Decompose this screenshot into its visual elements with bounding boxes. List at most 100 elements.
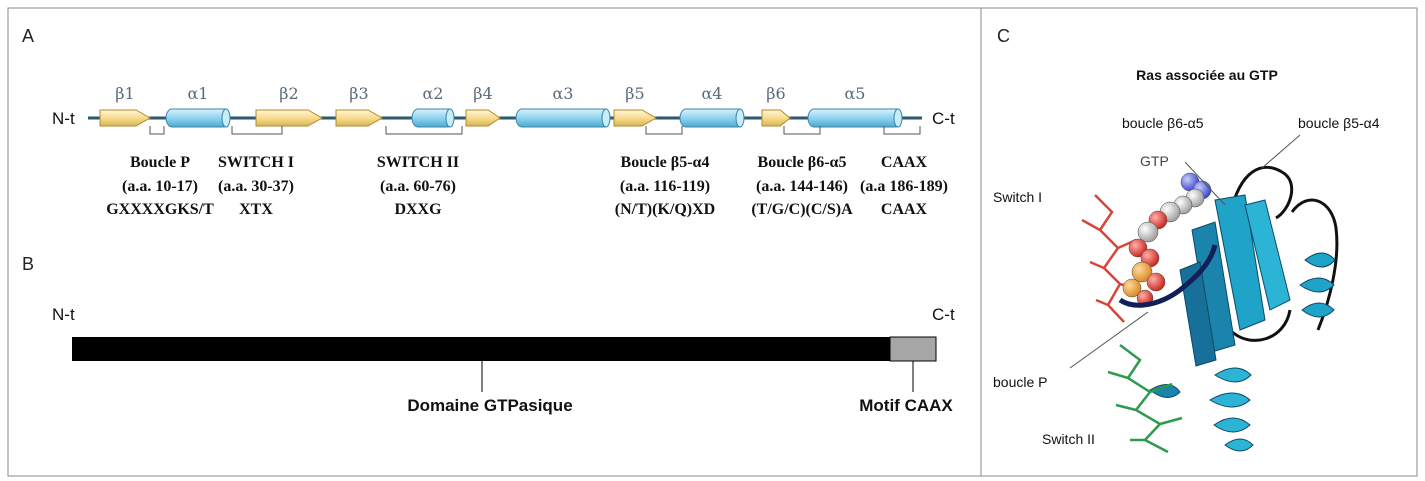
c-terminal-loop (1290, 198, 1339, 331)
gtp-atom (1146, 272, 1166, 292)
panel-b: B N-t C-t Domaine GTPasique Motif CAAX (22, 254, 955, 415)
panel-a: A N-t C-t β1 α1 β2 β3 α2 β4 α3 β5 α4 β6 α5 Boucle … (22, 26, 955, 218)
ss-label-3: β2 (279, 84, 298, 103)
panel-c: C Ras associée au GTP (993, 26, 1380, 454)
motif-b6a5-seq: (T/G/C)(C/S)A (751, 201, 853, 218)
gtpase-domain-bar (72, 337, 890, 361)
motif-ploop-range: (a.a. 10-17) (122, 178, 198, 195)
caax-motif-label: Motif CAAX (859, 396, 953, 415)
c-terminus-label: C-t (932, 109, 955, 128)
gtp-atom (1131, 261, 1153, 283)
helix-cap-9 (735, 108, 745, 128)
motif-ploop-name: Boucle P (130, 154, 190, 171)
helix-bottom (1209, 367, 1254, 452)
motif-caax-name: CAAX (881, 154, 928, 171)
ss-label-4: β3 (349, 84, 368, 103)
ss-label-11: α5 (845, 84, 866, 103)
helix-right (1299, 252, 1336, 318)
loop-b5a4-trace (1228, 165, 1294, 220)
bracket-caax (883, 126, 921, 135)
motif-switch1-seq: XTX (239, 201, 273, 218)
motif-b6a5-name: Boucle β6-α5 (758, 154, 847, 171)
helix-cap-2 (221, 108, 231, 128)
gtp-molecule (1122, 172, 1212, 307)
alpha-helix-7 (515, 108, 611, 128)
panel-c-label: C (997, 26, 1010, 46)
motif-annotations: Boucle P (a.a. 10-17) GXXXXGKS/T SWITCH … (106, 154, 948, 218)
motif-switch2-name: SWITCH II (377, 154, 459, 171)
beta-strand-1 (99, 109, 152, 127)
label-switch1: Switch I (993, 189, 1042, 205)
panel-a-label: A (22, 26, 34, 46)
ploop-trace (1118, 244, 1218, 308)
switch2-sidechains (1107, 370, 1183, 442)
ss-label-10: β6 (766, 84, 785, 103)
motif-switch2-range: (a.a. 60-76) (380, 178, 456, 195)
ss-label-8: β5 (625, 84, 644, 103)
ss-label-7: α3 (553, 84, 574, 103)
motif-switch1-range: (a.a. 30-37) (218, 178, 294, 195)
bracket-b5a4 (645, 126, 683, 135)
beta-strand-6 (465, 109, 501, 127)
switch2-chain (1119, 344, 1169, 454)
label-switch2: Switch II (1042, 431, 1095, 447)
b-n-terminus-label: N-t (52, 305, 75, 324)
structure-labels: boucle β6-α5 boucle β5-α4 GTP Switch I b… (993, 115, 1380, 447)
helices (1149, 252, 1336, 452)
bracket-ploop (149, 126, 165, 135)
alpha-helix-11 (807, 108, 903, 128)
helix-left (1149, 384, 1181, 398)
strand-4 (1179, 261, 1217, 367)
gtp-atom (1137, 221, 1159, 243)
label-loop-b5a4: boucle β5-α4 (1298, 115, 1380, 131)
motif-switch1-name: SWITCH I (218, 154, 294, 171)
beta-sheet (1179, 194, 1291, 367)
switch1-sticks (1081, 194, 1141, 323)
callout-b5a4 (1261, 134, 1301, 169)
motif-b6a5-range: (a.a. 144-146) (756, 178, 848, 195)
ras-structure-illustration (1081, 165, 1339, 454)
ss-label-9: α4 (702, 84, 723, 103)
helix-cap-7 (601, 108, 611, 128)
gtp-atom (1128, 238, 1148, 258)
callout-lines (1069, 134, 1301, 369)
figure-frame (7, 7, 1418, 477)
panel-b-label: B (22, 254, 34, 274)
bracket-b6a5 (783, 126, 821, 135)
motif-switch2-seq: DXXG (394, 201, 442, 218)
callout-ploop (1069, 311, 1149, 369)
bracket-switch1 (231, 126, 283, 135)
motif-b5a4-range: (a.a. 116-119) (620, 178, 710, 195)
ss-label-6: β4 (473, 84, 492, 103)
motif-ploop-seq: GXXXXGKS/T (106, 201, 214, 218)
label-loop-b6a5: boucle β6-α5 (1122, 115, 1204, 131)
b-c-terminus-label: C-t (932, 305, 955, 324)
bracket-switch2 (385, 126, 463, 135)
helix-cap-5 (445, 108, 455, 128)
alpha-helix-9 (679, 108, 745, 128)
motif-brackets (149, 126, 921, 135)
ss-label-2: α1 (188, 84, 209, 103)
ss-label-5: α2 (423, 84, 444, 103)
strand-3 (1244, 199, 1291, 311)
callout-b6a5 (1184, 161, 1226, 206)
lower-loop (1228, 309, 1292, 342)
label-ploop: boucle P (993, 374, 1047, 390)
alpha-helix-2 (165, 108, 231, 128)
n-terminus-label: N-t (52, 109, 75, 128)
motif-caax-range: (a.a 186-189) (860, 178, 948, 195)
ss-label-1: β1 (115, 84, 134, 103)
gtpase-domain-label: Domaine GTPasique (407, 396, 572, 415)
beta-strand-10 (761, 109, 791, 127)
helix-cap-11 (893, 108, 903, 128)
panel-c-title: Ras associée au GTP (1136, 67, 1278, 83)
label-gtp: GTP (1140, 153, 1169, 169)
switch2-sticks (1107, 344, 1183, 454)
switch1-sidechains (1081, 218, 1141, 307)
gtp-atom (1122, 278, 1142, 298)
motif-caax-seq: CAAX (881, 201, 928, 218)
secondary-structure-elements: β1 α1 β2 β3 α2 β4 α3 β5 α4 β6 α5 (99, 84, 903, 128)
beta-strand-8 (613, 109, 658, 127)
motif-b5a4-seq: (N/T)(K/Q)XD (615, 201, 715, 218)
